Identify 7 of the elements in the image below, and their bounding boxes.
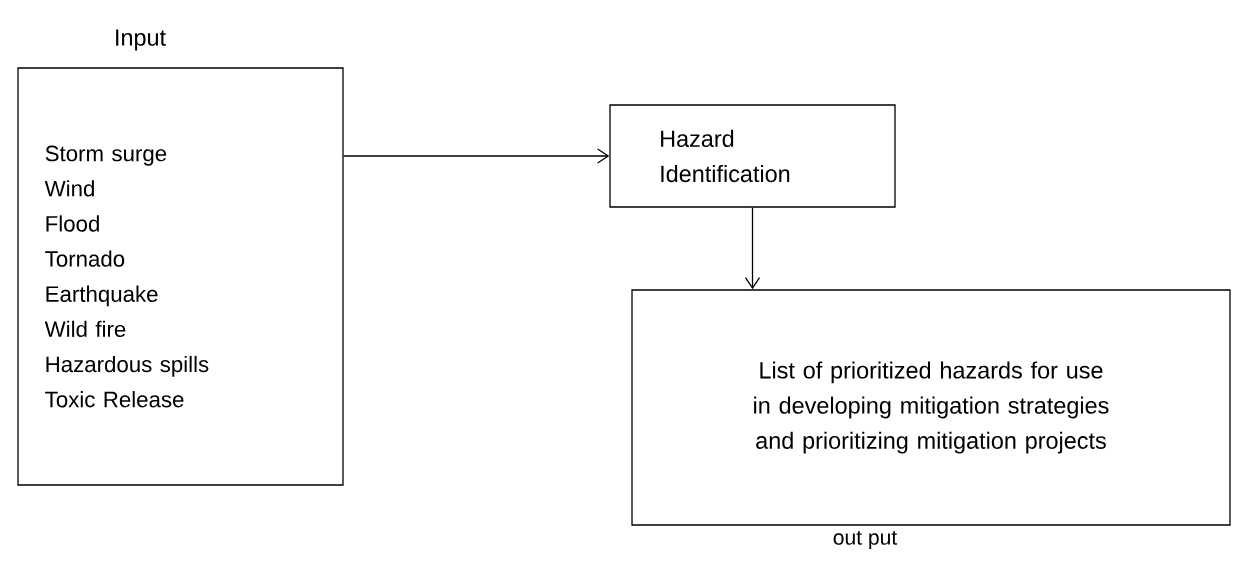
input-box: Storm surge Wind Flood Tornado Earthquake Wild fire Hazardous spills Toxic Release	[17, 67, 344, 486]
process-box: Hazard Identification	[609, 104, 896, 208]
box-heading: Input	[116, 29, 166, 51]
arrow	[744, 207, 761, 290]
box-caption: out put	[833, 531, 898, 549]
arrow	[343, 148, 610, 164]
output-box: List of prioritized hazards for use in developing mitigation strategies and prioritizing mitigation projects	[631, 289, 1231, 526]
